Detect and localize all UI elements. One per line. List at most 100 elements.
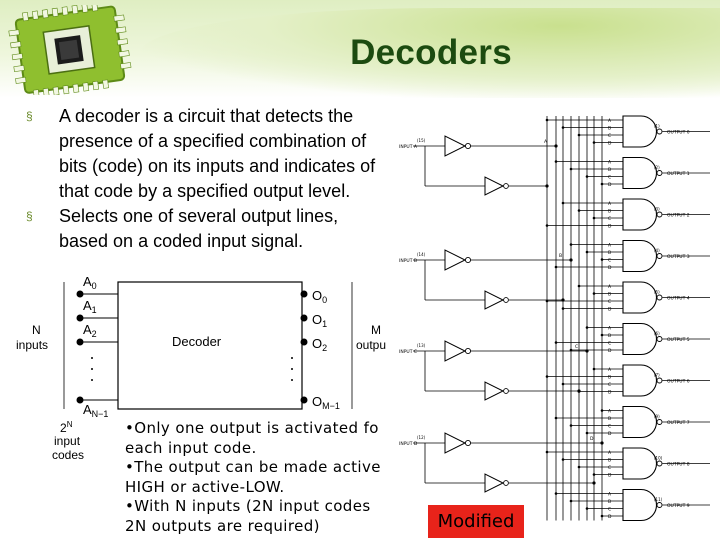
gate-input-label: B [608, 374, 611, 380]
inverter-bubble [464, 256, 472, 264]
gate-input-label: D [608, 265, 612, 271]
input-pin-label: (13) [417, 343, 426, 348]
junction-dot [592, 292, 596, 295]
gate-input-label: D [608, 223, 612, 229]
nand-gate [622, 115, 657, 148]
gate-input-label: C [608, 299, 611, 305]
gate-input-label: D [608, 140, 612, 146]
title-banner: Decoders [0, 0, 720, 98]
gate-input-label: A [608, 325, 612, 331]
bullet-item: § Selects one of several output lines, b… [22, 204, 392, 254]
junction-dot [561, 458, 565, 461]
gate-input-label: D [608, 389, 612, 395]
codes-label: 2N input codes [52, 416, 84, 462]
junction-dot [545, 118, 549, 122]
nand-gate [622, 364, 657, 397]
junction-dot [585, 250, 589, 254]
junction-dot [545, 299, 549, 303]
junction-dot [569, 348, 573, 352]
input-a2-label: A2 [83, 322, 97, 339]
gate-input-label: A [608, 408, 612, 414]
output-pin-label: (3) [654, 207, 660, 212]
banner-swoosh [140, 8, 720, 98]
nand-gate [622, 488, 657, 522]
junction-dot [600, 182, 604, 186]
output-o1-label: O1 [312, 312, 327, 329]
buffer-gate [444, 340, 467, 362]
gate-input-label: A [608, 367, 612, 373]
junction-dot [554, 265, 558, 269]
decoder-box [117, 281, 303, 410]
nand-gate [622, 322, 657, 356]
gate-input-label: D [608, 306, 612, 312]
output-label: OUTPUT 4 [667, 296, 690, 302]
bullet-text: A decoder is a circuit that detects the … [59, 106, 376, 201]
nand-gate [622, 447, 657, 480]
output-pin-label: (5) [654, 290, 660, 295]
nand-gate [622, 281, 657, 314]
gate-input-label: C [608, 216, 611, 222]
input-label: INPUT C [399, 349, 417, 355]
gate-input-label: B [608, 291, 611, 297]
inverter-bubble [503, 183, 509, 189]
gate-input-label: C [608, 382, 611, 388]
inverter-bubble [464, 439, 472, 447]
output-bubble [656, 128, 663, 135]
buffer-gate [484, 381, 505, 401]
input-pin-label: (12) [417, 435, 426, 440]
junction-dot [577, 133, 581, 137]
input-pin-label: (15) [417, 138, 426, 143]
note-line: •With N inputs (2N input codes [125, 497, 371, 515]
junction-dot [561, 382, 565, 386]
bullet-item: § A decoder is a circuit that detects th… [22, 104, 392, 204]
junction-dot [545, 375, 549, 378]
buffer-gate [484, 473, 505, 493]
junction-dot [600, 409, 604, 412]
gate-input-label: A [608, 284, 612, 290]
gate-input-label: B [608, 457, 611, 463]
gate-input-label: B [608, 125, 611, 131]
junction-dot [545, 184, 549, 188]
input-label: INPUT B [399, 258, 417, 264]
junction-dot [600, 333, 604, 337]
output-pin-label: (10) [654, 456, 663, 461]
note-line: •The output can be made active [125, 458, 381, 476]
junction-dot [577, 284, 581, 288]
buffer-gate [484, 290, 505, 310]
gate-input-label: C [608, 174, 611, 180]
output-bubble [656, 253, 663, 259]
gate-input-label: C [608, 340, 611, 346]
junction-dot [600, 258, 604, 261]
gate-input-label: B [608, 250, 611, 256]
junction-dot [554, 341, 558, 344]
output-pin-label: (11) [654, 497, 663, 502]
junction-dot [569, 499, 573, 503]
junction-dot [585, 175, 589, 178]
inverted-label: B [559, 253, 562, 259]
inverter-bubble [464, 142, 472, 150]
gate-input-label: C [608, 465, 611, 471]
gate-input-label: C [608, 133, 611, 139]
junction-dot [592, 367, 596, 371]
output-label: OUTPUT 0 [667, 130, 690, 136]
gate-input-label: B [608, 208, 611, 214]
gate-input-label: A [608, 201, 612, 207]
inverter-bubble [503, 480, 509, 486]
gate-input-label: D [608, 431, 612, 437]
output-pin-label: (6) [654, 331, 660, 336]
junction-dot [577, 390, 581, 393]
output-om-label: OM−1 [312, 394, 340, 411]
inverted-label: C [575, 344, 578, 350]
output-pin-label: (4) [654, 248, 660, 253]
gate-input-label: D [608, 514, 612, 520]
junction-dot [554, 492, 558, 495]
junction-dot [569, 258, 573, 262]
inverter-bubble [503, 297, 509, 303]
buffer-gate [444, 135, 467, 157]
decoder-notes: •Only one output is activated fo each in… [125, 419, 395, 539]
gate-input-label: A [608, 118, 612, 124]
junction-dot [545, 450, 549, 454]
